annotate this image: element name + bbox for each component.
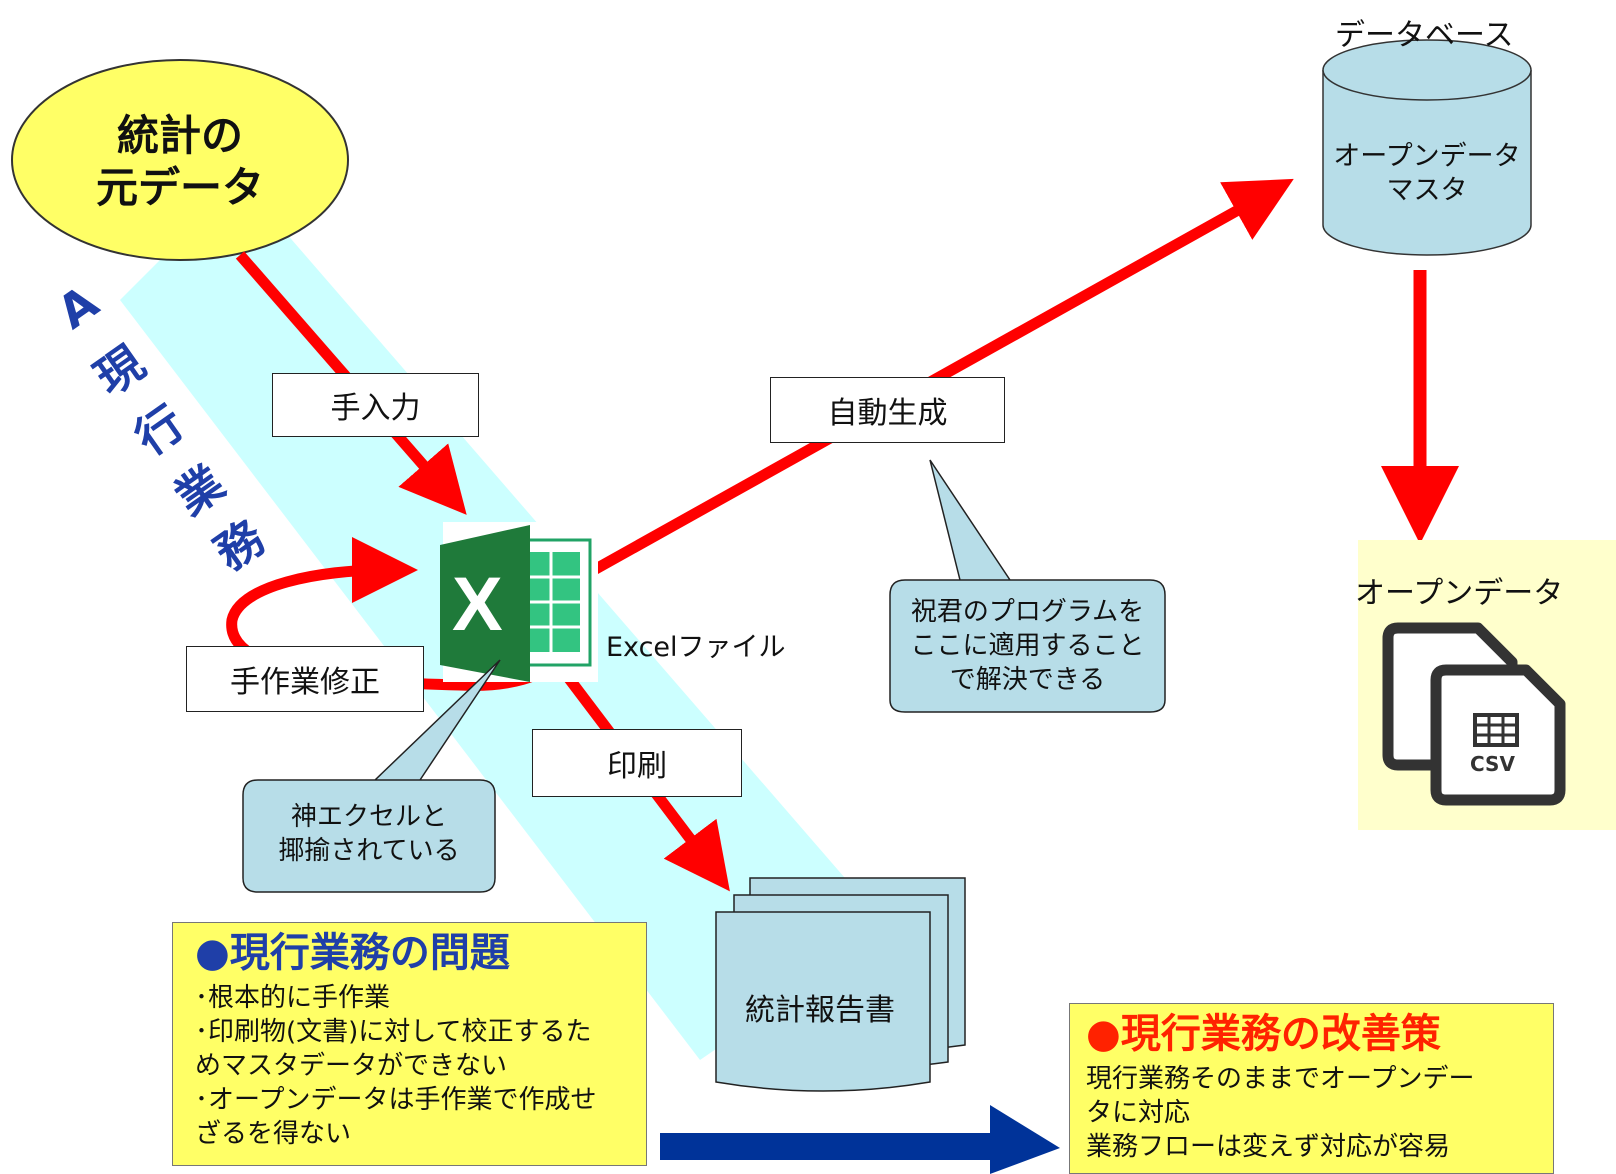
improvement-item: 現行業務そのままでオープンデー: [1086, 1064, 1475, 1094]
problems-box: ●現行業務の問題 ･根本的に手作業 ･印刷物(文書)に対して校正するた めマスタ…: [172, 922, 647, 1166]
manual-input-label: 手入力: [272, 373, 479, 437]
problem-item: ざるを得ない: [195, 1119, 352, 1149]
problems-title: ●現行業務の問題: [195, 930, 510, 976]
csv-label: CSV: [1470, 752, 1515, 776]
csv-file-icon: [1382, 622, 1566, 806]
arrow-manual-input: [235, 251, 467, 515]
callout-excel-text: 神エクセルと 揶揄されている: [278, 802, 460, 866]
problem-item: めマスタデータができない: [195, 1051, 508, 1081]
auto-generate-label: 自動生成: [770, 377, 1005, 443]
svg-text:X: X: [452, 562, 503, 647]
report-document-stack: [715, 877, 966, 1092]
excel-file-icon: X: [440, 522, 598, 682]
excel-file-label: Excelファイル: [606, 632, 786, 663]
manual-fix-label: 手作業修正: [186, 646, 424, 712]
opendata-title: オープンデータ: [1355, 576, 1564, 611]
callout-program: [889, 459, 1166, 713]
source-data-label: 統計の 元データ: [95, 111, 264, 212]
improvement-box: ●現行業務の改善策 現行業務そのままでオープンデー タに対応 業務フローは変えず…: [1069, 1003, 1554, 1174]
source-data-oval: [11, 59, 349, 261]
blue-improvement-arrow: [660, 1105, 1060, 1174]
database-cylinder: [1322, 39, 1532, 256]
problem-item: ･印刷物(文書)に対して校正するた: [195, 1017, 592, 1047]
improvement-item: 業務フローは変えず対応が容易: [1086, 1132, 1451, 1162]
improvement-title: ●現行業務の改善策: [1086, 1011, 1441, 1057]
problem-item: ･根本的に手作業: [195, 983, 391, 1013]
database-label: オープンデータ マスタ: [1333, 141, 1521, 206]
report-label: 統計報告書: [745, 993, 895, 1028]
print-label: 印刷: [532, 729, 742, 797]
problem-item: ･オープンデータは手作業で作成せ: [195, 1085, 597, 1115]
improvement-item: タに対応: [1086, 1098, 1191, 1128]
database-title: データベース: [1335, 18, 1514, 53]
callout-program-text: 祝君のプログラムを ここに適用すること で解決できる: [910, 597, 1145, 695]
callout-excel: [242, 659, 501, 893]
